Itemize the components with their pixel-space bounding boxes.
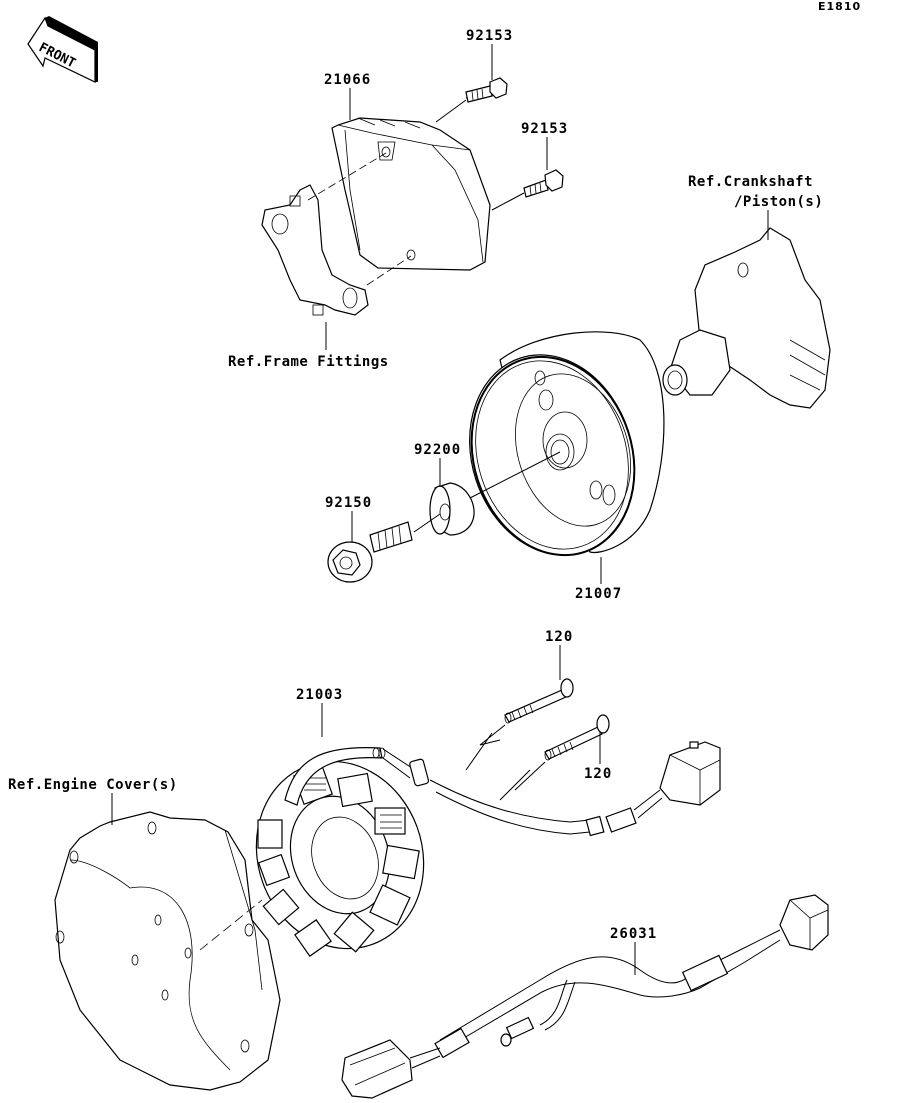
frame-fittings-bracket [261,184,369,316]
part-21007-flywheel[interactable] [444,331,665,577]
label-92200: 92200 [414,442,461,458]
label-120-upper: 120 [545,629,573,645]
part-21003-stator[interactable] [230,738,449,973]
part-92153-lower-bolt[interactable] [491,169,564,211]
front-arrow-icon: FRONT [27,16,98,83]
diagram-code: E1810 [818,0,861,13]
label-21007: 21007 [575,586,622,602]
label-ref-crankshaft-line2: /Piston(s) [734,194,823,210]
part-120-upper-bolt[interactable] [465,678,574,771]
part-92200-washer[interactable] [429,482,475,536]
label-21066: 21066 [324,72,371,88]
part-92150-flywheel-bolt[interactable] [327,521,413,583]
label-92153-lower: 92153 [521,121,568,137]
label-26031: 26031 [610,926,657,942]
label-92153-upper: 92153 [466,28,513,44]
label-ref-crankshaft-line1: Ref.Crankshaft [688,174,813,190]
label-120-lower: 120 [584,766,612,782]
part-21066-regulator[interactable] [331,117,491,271]
part-120-lower-bolt[interactable] [499,714,610,801]
label-ref-frame-fittings: Ref.Frame Fittings [228,354,389,370]
label-21003: 21003 [296,687,343,703]
label-ref-engine-cover: Ref.Engine Cover(s) [8,777,178,793]
label-92150: 92150 [325,495,372,511]
stator-wire-harness [382,741,721,837]
part-26031-wiring-harness[interactable] [341,894,829,1099]
engine-cover-reference [54,811,281,1091]
crankshaft-reference [662,227,831,409]
part-92153-upper-bolt[interactable] [435,77,508,123]
